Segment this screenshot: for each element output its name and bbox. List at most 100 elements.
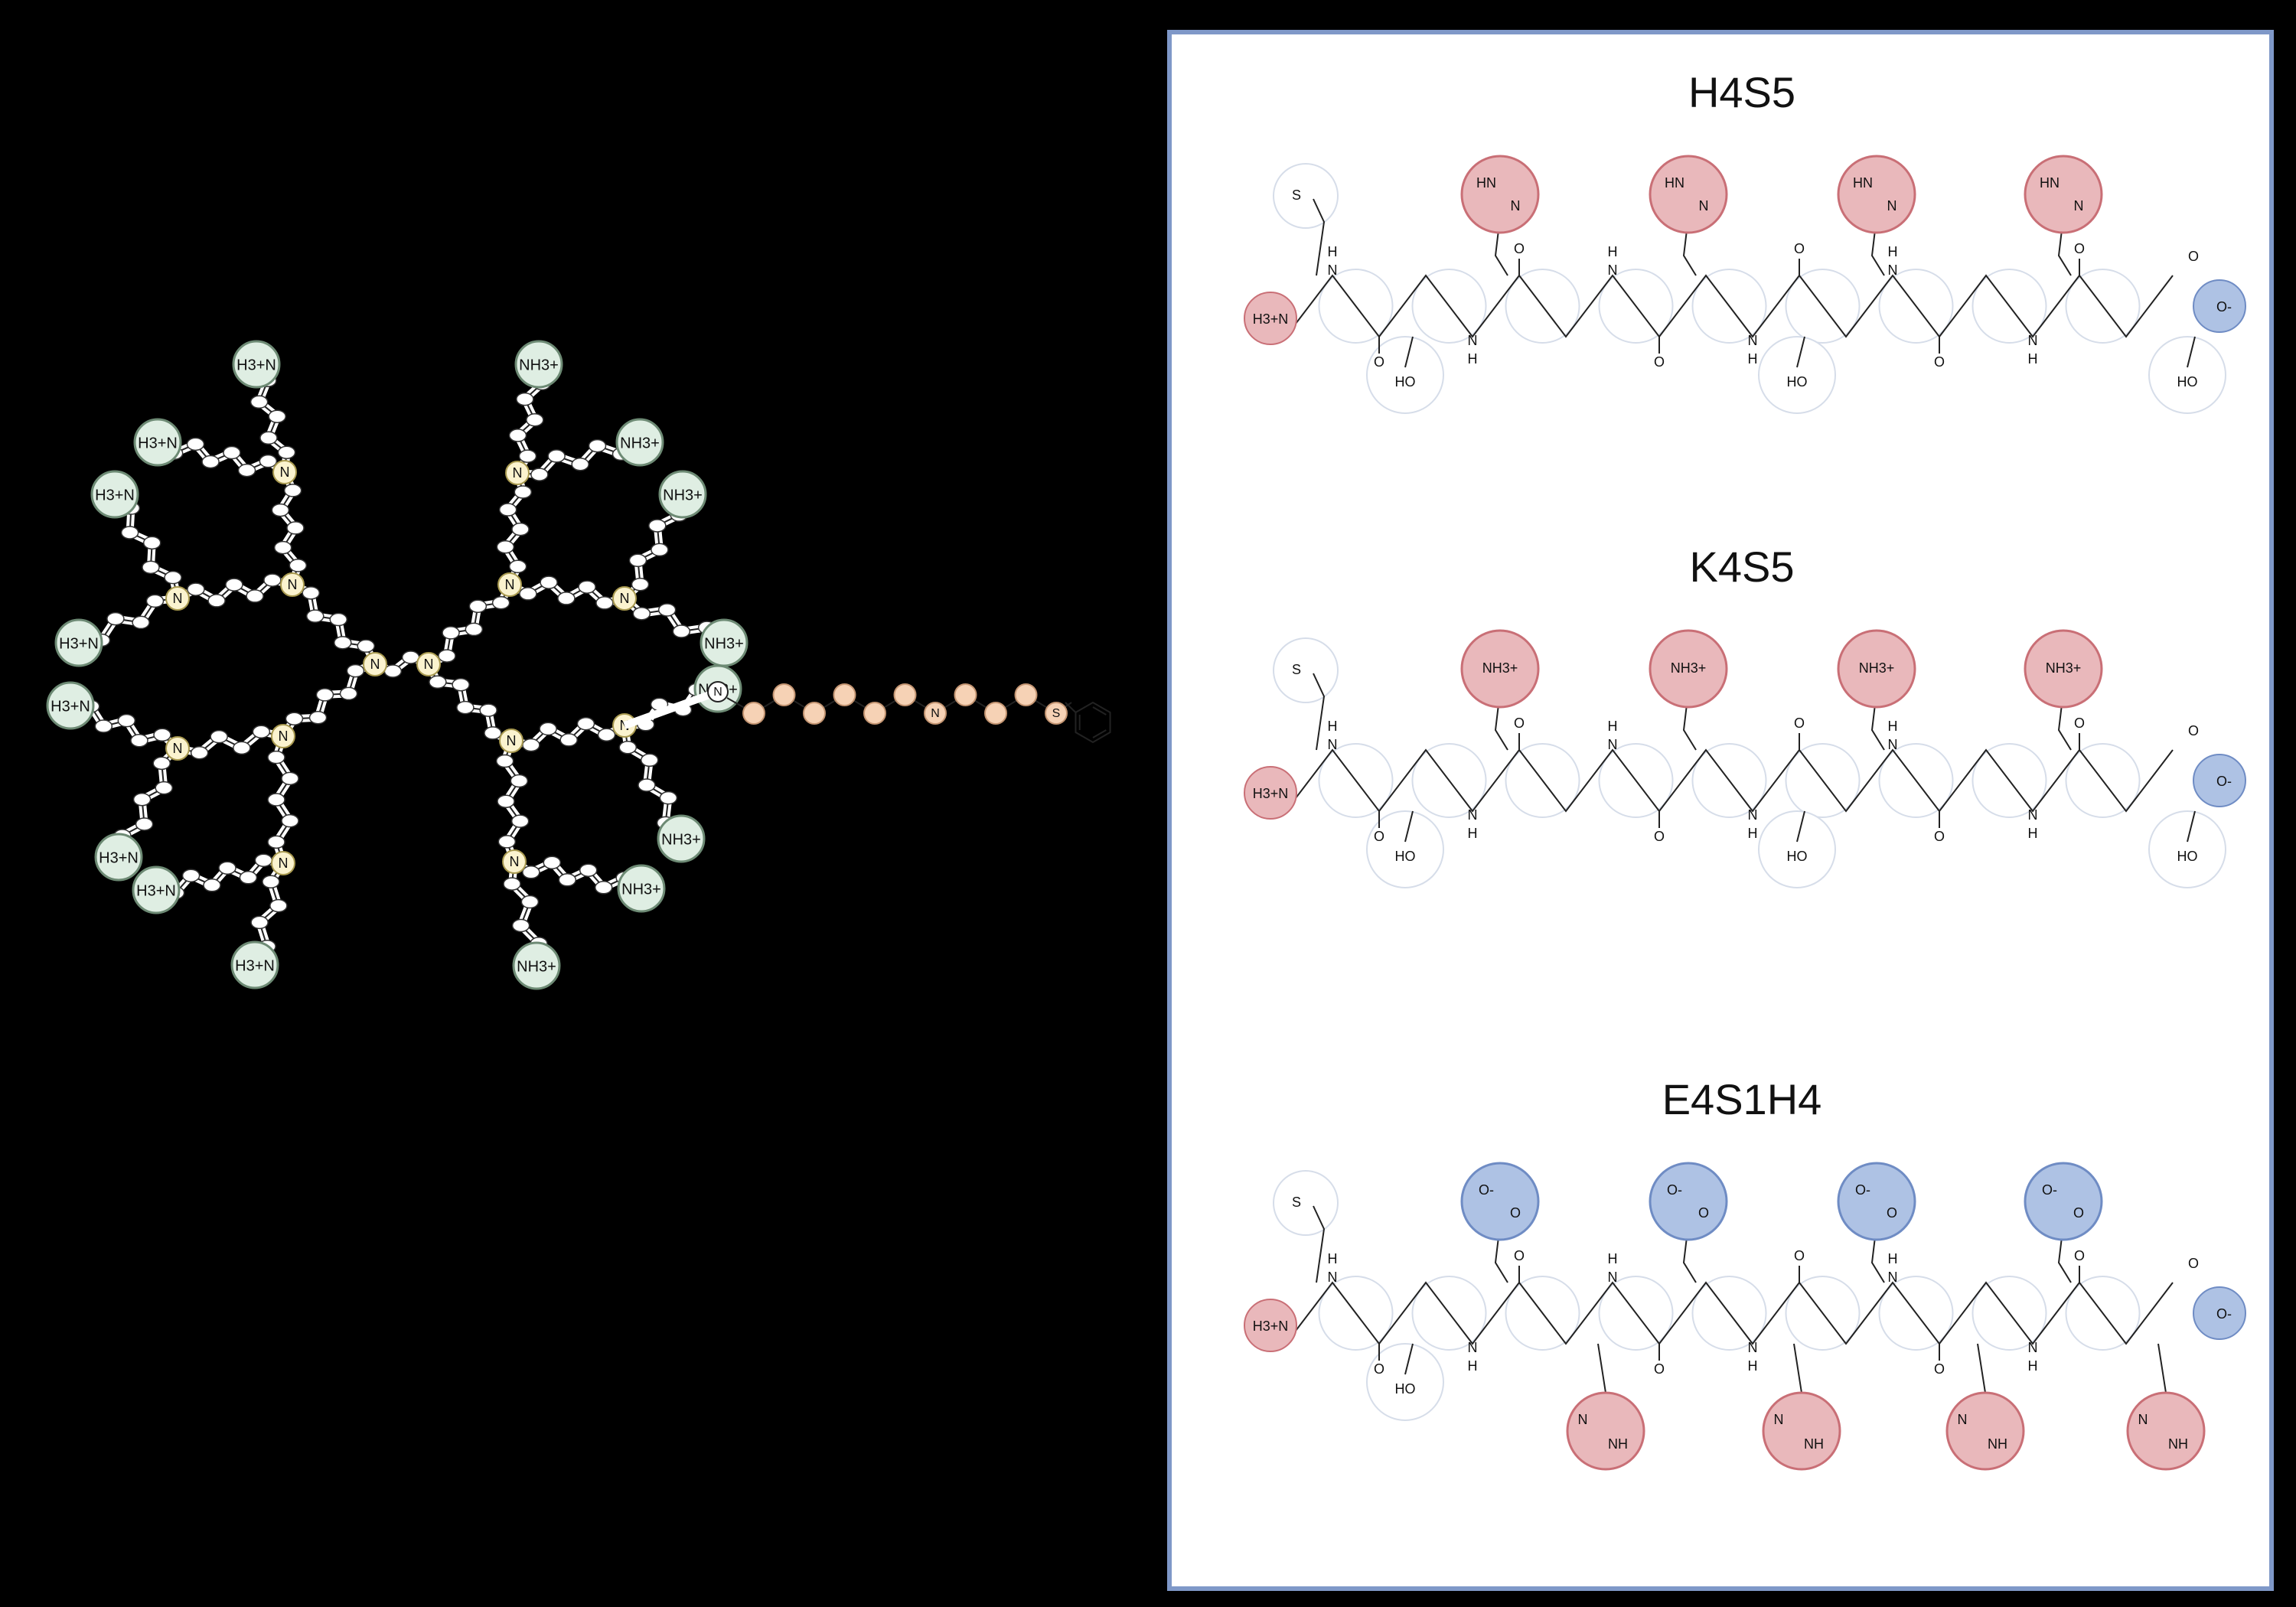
n-terminus-circle (1244, 1299, 1297, 1352)
dendrimer-bead (130, 733, 148, 748)
c-terminus-label: O- (2216, 1306, 2232, 1322)
dendrimer-bead (254, 853, 273, 867)
backbone-nitrogen: N (1888, 1270, 1898, 1285)
thiol-label: S (1292, 187, 1301, 203)
cysteine-thiol-circle (1273, 1170, 1339, 1236)
dendrimer-bead (281, 813, 299, 828)
dendrimer-bead (203, 878, 221, 892)
dendrimer-bead (267, 793, 285, 807)
dendrimer-bead (252, 725, 271, 739)
side-group-label: HN (1853, 175, 1873, 191)
down-group-circle-0 (1566, 1391, 1645, 1471)
down-group-circle-2 (1945, 1391, 2025, 1471)
dendrimer-bead (262, 875, 280, 888)
side-group-label-secondary: O (2073, 1205, 2084, 1221)
side-group-label: NH3+ (1671, 660, 1707, 676)
c-terminus-oxygen: O (2188, 1256, 2199, 1271)
dendrimer-bead (579, 863, 598, 877)
dendrimer-bead (269, 898, 288, 913)
side-group-circle-2 (1837, 629, 1916, 709)
side-group-label: NH3+ (2046, 660, 2082, 676)
side-group-circle-1 (1649, 155, 1728, 234)
linker-nitrogen-label: N (931, 707, 940, 720)
dendrimer-bead (479, 703, 497, 717)
terminal-amine-label: H3+N (99, 849, 139, 866)
dendrimer-bead (246, 589, 264, 603)
side-group-circle-2 (1837, 155, 1916, 234)
dendrimer-bead (273, 540, 292, 555)
side-group-circle-0 (1460, 629, 1540, 709)
side-group-label-secondary: N (1511, 198, 1521, 214)
backbone-oxygen: O (1934, 354, 1945, 370)
c-terminus-oxygen: O (2188, 723, 2199, 738)
side-group-circle-1 (1649, 1162, 1728, 1241)
dendrimer-bead (516, 392, 534, 406)
backbone-oxygen: O (1514, 241, 1525, 256)
peptide-backbone (1285, 1281, 2174, 1345)
peptide-title-e4s1h4: E4S1H4 (1662, 1075, 1822, 1123)
dendrimer-bead (484, 726, 502, 740)
serine-hydroxyl-circle (1366, 336, 1444, 414)
dendrimer-bead (250, 915, 269, 930)
terminal-amine-l-7 (230, 940, 279, 989)
terminal-amine-label: H3+N (136, 882, 176, 899)
backbone-oxygen: O (1934, 829, 1945, 844)
gen2-amine-l-1-label: N (173, 591, 183, 606)
backbone-nitrogen: N (1468, 807, 1478, 823)
dendrimer-bead (638, 778, 656, 792)
gen2-amine-r-0 (505, 461, 530, 485)
side-group-label: O- (2042, 1182, 2057, 1198)
down-group-label: N (1774, 1412, 1784, 1427)
linker-bead (863, 702, 886, 725)
down-group-label: N (1958, 1412, 1968, 1427)
dendrimer-bead (181, 869, 201, 882)
c-terminus-circle (2193, 1286, 2246, 1340)
linker-bead (772, 683, 796, 706)
dendrimer-bead (657, 603, 677, 617)
terminal-amine-label: NH3+ (519, 357, 559, 373)
gen2-amine-r-0-label: N (513, 465, 523, 481)
side-group-circle-3 (2024, 155, 2103, 234)
dendrimer-bead (152, 756, 171, 771)
dendrimer-bead (187, 582, 205, 596)
backbone-hydrogen: H (1468, 826, 1478, 841)
cysteine-thiol-circle (1273, 637, 1339, 703)
dendrimer-bead (632, 607, 651, 621)
side-group-label: HN (1665, 175, 1684, 191)
dendrimer-bead (559, 733, 578, 747)
hydroxyl-bond (2187, 336, 2196, 368)
dendrimer-bead (588, 438, 607, 453)
phenyl-ring (1075, 701, 1111, 744)
peptide-backbone (1285, 274, 2174, 338)
backbone-hydrogen: H (1608, 1251, 1618, 1266)
dendrimer-bead (142, 536, 161, 550)
dendrimer-bead (558, 873, 577, 887)
side-group-circle-2 (1837, 1162, 1916, 1241)
dendrimer-bead (285, 712, 304, 725)
terminal-amine-l-5 (94, 833, 143, 882)
dendrimer-bead (346, 663, 365, 678)
backbone-oxygen: O (1654, 829, 1665, 844)
backbone-oxygen: O (1934, 1361, 1945, 1377)
backbone-nitrogen: N (1748, 1340, 1758, 1355)
backbone-hydrogen: H (1468, 1358, 1478, 1374)
n-terminus-circle (1244, 292, 1297, 345)
serine-hydroxyl-circle (1758, 810, 1836, 888)
dendrimer-bead (339, 686, 358, 701)
gen2-amine-r-3 (502, 849, 527, 874)
gen2-amine-r-1 (612, 586, 637, 611)
linker-bead (1014, 683, 1038, 706)
dendrimer-bead (648, 519, 667, 533)
down-group-label-secondary: NH (1608, 1436, 1628, 1452)
serine-hydroxyl-circle (1366, 1343, 1444, 1421)
dendrimer-bead (155, 781, 173, 795)
hydroxyl-label: HO (2177, 849, 2198, 864)
thiol-bond (1313, 1205, 1326, 1283)
side-group-label-secondary: N (1699, 198, 1709, 214)
linker-bead (833, 683, 856, 706)
backbone-hydrogen: H (2028, 351, 2038, 367)
n-terminus-label: H3+N (1253, 1319, 1289, 1334)
backbone-hydrogen: H (1748, 1358, 1758, 1374)
